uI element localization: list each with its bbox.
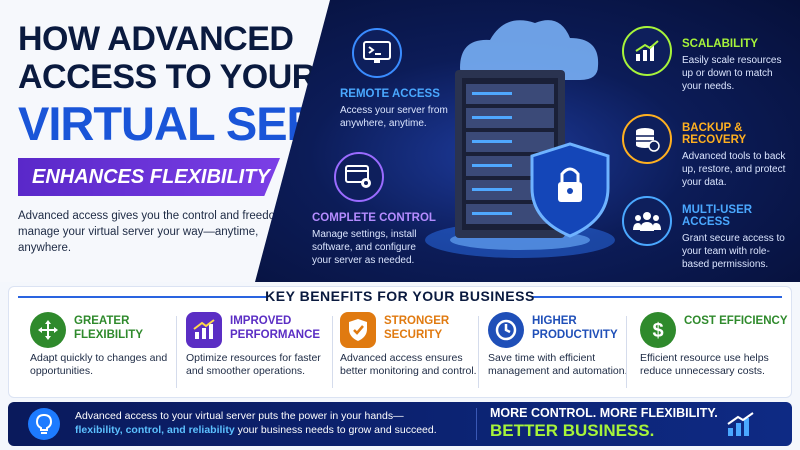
- benefits-heading: KEY BENEFITS FOR YOUR BUSINESS: [265, 288, 535, 304]
- benefit-title: HIGHER PRODUCTIVITY: [532, 315, 618, 341]
- headline-line-1: HOW ADVANCED: [18, 20, 294, 58]
- dollar-icon: $: [640, 312, 676, 348]
- feature-scalability: SCALABILITY Easily scale resources up or…: [682, 38, 794, 93]
- feature-desc: Advanced tools to back up, restore, and …: [682, 151, 786, 188]
- feature-remote-access: REMOTE ACCESS Access your server from an…: [340, 88, 450, 130]
- server-illustration: [420, 8, 620, 268]
- benefit-desc: Optimize resources for faster and smooth…: [186, 352, 321, 377]
- feature-desc: Easily scale resources up or down to mat…: [682, 55, 782, 92]
- benefit-desc: Advanced access ensures better monitorin…: [340, 352, 477, 377]
- feature-title: MULTI-USER ACCESS: [682, 204, 753, 228]
- feature-complete-control: COMPLETE CONTROL Manage settings, instal…: [312, 212, 437, 267]
- heading-rule-right: [532, 296, 782, 298]
- benefit-title: IMPROVED PERFORMANCE: [230, 315, 321, 341]
- benefit-title: GREATER FLEXIBILITY: [74, 315, 143, 341]
- footer-tagline-1: MORE CONTROL. MORE FLEXIBILITY.: [490, 406, 718, 420]
- users-group-icon: [622, 196, 672, 246]
- footer-divider: [476, 408, 477, 440]
- footer-banner: [8, 402, 792, 446]
- divider: [176, 316, 177, 388]
- benefit-desc: Adapt quickly to changes and opportuniti…: [30, 352, 168, 377]
- growth-chart-icon: [622, 26, 672, 76]
- feature-title: COMPLETE CONTROL: [312, 212, 436, 224]
- feature-title: SCALABILITY: [682, 38, 759, 50]
- feature-title: REMOTE ACCESS: [340, 88, 440, 100]
- clock-icon: [488, 312, 524, 348]
- feature-desc: Grant secure access to your team with ro…: [682, 233, 785, 270]
- performance-chart-icon: [186, 312, 222, 348]
- footer-text-1: Advanced access to your virtual server p…: [75, 410, 404, 422]
- benefit-desc: Save time with efficient management and …: [488, 352, 628, 377]
- feature-desc: Manage settings, install software, and c…: [312, 229, 417, 266]
- footer-highlight: flexibility, control, and reliability: [75, 424, 235, 436]
- monitor-terminal-icon: [352, 28, 402, 78]
- headline-line-2: ACCESS TO YOUR: [18, 58, 316, 96]
- divider: [478, 316, 479, 388]
- footer-message: Advanced access to your virtual server p…: [75, 409, 475, 437]
- intro-text: Advanced access gives you the control an…: [18, 210, 298, 254]
- feature-backup-recovery: BACKUP & RECOVERY Advanced tools to back…: [682, 122, 796, 189]
- benefit-title: COST EFFICIENCY: [684, 315, 788, 327]
- divider: [332, 316, 333, 388]
- footer-text-2: your business needs to grow and succeed.: [234, 424, 437, 436]
- benefit-desc: Efficient resource use helps reduce unne…: [640, 352, 769, 377]
- feature-title: BACKUP & RECOVERY: [682, 122, 747, 146]
- shield-check-icon: [340, 312, 376, 348]
- lightbulb-icon: [28, 408, 60, 440]
- database-restore-icon: [622, 114, 672, 164]
- gear-window-icon: [334, 152, 384, 202]
- headline-banner: ENHANCES FLEXIBILITY: [18, 158, 280, 196]
- feature-desc: Access your server from anywhere, anytim…: [340, 105, 448, 129]
- feature-multi-user: MULTI-USER ACCESS Grant secure access to…: [682, 204, 796, 271]
- svg-text:$: $: [652, 320, 663, 342]
- benefit-title: STRONGER SECURITY: [384, 315, 450, 341]
- footer-tagline-2: BETTER BUSINESS.: [490, 421, 655, 440]
- divider: [626, 316, 627, 388]
- heading-rule-left: [18, 296, 268, 298]
- growth-bars-icon: [726, 412, 756, 443]
- arrows-expand-icon: [30, 312, 66, 348]
